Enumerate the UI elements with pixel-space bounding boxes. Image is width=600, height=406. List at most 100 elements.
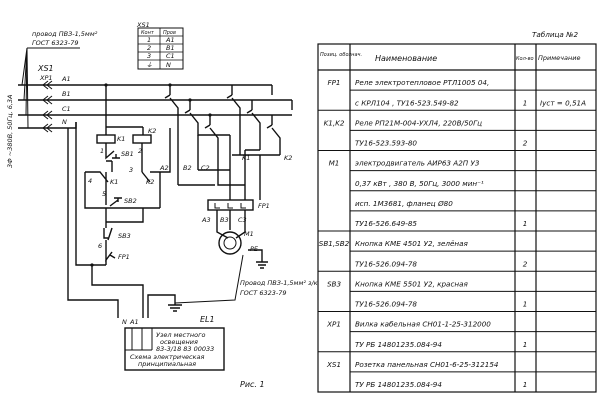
sb3-label: SB3 [118, 232, 131, 240]
fp1-label: FP1 [258, 202, 270, 210]
phase-c1-label: C1 [62, 105, 71, 113]
phase-c1-wire [18, 85, 293, 125]
xs1-label: XS1 [37, 64, 54, 73]
xs1-cell: B1 [166, 44, 175, 52]
xs1-cell: 1 [147, 36, 151, 44]
terminal-label: N [122, 318, 127, 326]
xs1-cell: N [166, 61, 171, 69]
terminal-label: A1 [129, 318, 139, 326]
table-cell-qty: 1 [523, 380, 528, 389]
el1-text: освещения [160, 338, 198, 346]
table-row: ТУ РБ 14801235.084-94 1 [318, 340, 596, 353]
table-cell-name: ТУ РБ 14801235.084-94 [355, 380, 442, 389]
wire-mark: A3 [201, 216, 211, 224]
table-cell-position: XS1 [326, 360, 341, 369]
xs1-cell: 3 [147, 52, 151, 60]
table-cell-name: Розетка панельная СН01-6-25-312154 [355, 360, 499, 369]
table-cell-qty: 1 [523, 98, 528, 107]
wire-mark: A2 [159, 164, 169, 172]
wire-mark: C2 [201, 164, 210, 172]
table-header: Примечание [538, 54, 580, 62]
pe-label: PE [250, 245, 259, 253]
node-number: 1 [100, 147, 104, 155]
table-title: Таблица №2 [532, 30, 579, 39]
xs1-cell: 2 [147, 44, 151, 52]
ground-icon [147, 294, 182, 318]
wire-spec-top-2: ГОСТ 6323-79 [32, 39, 78, 47]
table-row: M1 электродвигатель АИР63 А2П У3 [329, 159, 596, 172]
table-cell-name: Реле электротепловое РТЛ1005 04, [355, 78, 489, 87]
motor-m1 [218, 231, 242, 255]
xs1-cell: A1 [165, 36, 175, 44]
spec-table: Позиц. обознач. Наименование Кол-во Прим… [317, 43, 597, 393]
table-cell-qty: 1 [523, 300, 528, 309]
table-cell-position: FP1 [327, 78, 340, 87]
k1-coil [96, 134, 116, 144]
table-cell-name: ТУ16-526.649-85 [355, 219, 417, 228]
wire-leader [21, 47, 80, 129]
xs1-title: XS1 [136, 21, 150, 29]
table-row: ТУ16-526.649-85 1 [318, 219, 596, 232]
table-cell-note: Iуст = 0,51А [540, 98, 586, 107]
table-cell-qty: 2 [523, 139, 528, 148]
table-row: ТУ16-523.593-80 2 [318, 139, 596, 151]
el1-label: EL1 [200, 315, 215, 324]
table-cell-name: Реле РП21М-004-УХЛ4, 220В/50Гц [355, 118, 482, 127]
control-circuit: K1 K2 1 2 SB1 3 4 K1 K2 A2 5 SB2 SB3 6 F… [75, 122, 171, 318]
table-cell-name: ТУ16-526.094-78 [355, 259, 417, 268]
table-cell-name: исп. 1М3681, фланец Ø80 [355, 199, 453, 208]
phase-b1-wire [18, 99, 292, 110]
table-cell-position: K1,K2 [324, 118, 345, 127]
el1-lighting-unit: EL1 N A1 Узел местного освещения 83-3/18… [122, 315, 225, 371]
table-row: SB3 Кнопка КМЕ 5501 У2, красная [327, 279, 596, 292]
table-cell-name: ТУ16-523.593-80 [355, 139, 417, 148]
table-cell-qty: 2 [523, 259, 528, 268]
k2-coil-label: K2 [148, 127, 156, 135]
table-cell-position: SB3 [327, 279, 341, 288]
table-cell-position: M1 [329, 159, 340, 168]
phase-a1-wire [18, 84, 272, 127]
sb2-label: SB2 [124, 197, 137, 205]
k2-contact-label: K2 [146, 178, 154, 186]
ground-icon [248, 249, 268, 269]
table-header: Позиц. обознач. [320, 52, 362, 58]
xs1-header: Конт [141, 30, 155, 36]
el1-text: 83-3/18 83 00033 [156, 345, 214, 353]
table-cell-qty: 1 [523, 219, 528, 228]
table-cell-name: 0,37 кВт , 380 В, 50Гц, 3000 мин⁻¹ [355, 179, 484, 188]
el1-text: Схема электрическая [130, 353, 204, 361]
k2-power-label: K2 [284, 154, 292, 162]
table-cell-name: Кнопка КМЕ 5501 У2, красная [355, 279, 469, 288]
k1-coil-label: K1 [117, 135, 125, 143]
sb1-label: SB1 [121, 150, 134, 158]
supply-label: 3Ф ~380В, 50Гц, 6,3А [6, 95, 14, 168]
k1-contact-label: K1 [110, 178, 118, 186]
table-header: Наименование [375, 54, 437, 63]
table-cell-name: электродвигатель АИР63 А2П У3 [355, 159, 480, 168]
table-row: с КРЛ104 , ТУ16-523.549-82 1 Iуст = 0,51А [318, 98, 596, 111]
xs1-cell: ⏚ [146, 61, 153, 69]
wire-spec-bottom-2: ГОСТ 6323-79 [240, 289, 286, 297]
el1-text: Узел местного [156, 331, 206, 339]
node-number: 4 [88, 177, 92, 185]
figure-caption: Рис. 1 [240, 380, 265, 389]
phase-a1-label: A1 [61, 75, 71, 83]
xp1-label: XP1 [39, 74, 53, 82]
phase-b1-label: B1 [62, 90, 71, 98]
table-row: FP1 Реле электротепловое РТЛ1005 04, [327, 78, 596, 91]
table-cell-name: ТУ РБ 14801235.084-94 [355, 340, 442, 349]
table-cell-qty: 1 [523, 340, 528, 349]
plug-symbols [42, 80, 53, 133]
node-number: 6 [98, 242, 102, 250]
table-row: ТУ16-526.094-78 1 [318, 300, 596, 312]
table-row: K1,K2 Реле РП21М-004-УХЛ4, 220В/50Гц [324, 118, 596, 131]
wire-spec-top-1: провод ПВЗ-1,5мм² [32, 30, 98, 38]
table-cell-name: ТУ16-526.094-78 [355, 300, 417, 309]
table-row: XS1 Розетка панельная СН01-6-25-312154 [326, 360, 596, 373]
fp1-contact-label: FP1 [118, 253, 130, 261]
xs1-header: Пров [163, 30, 176, 36]
xs1-cell: C1 [166, 52, 175, 60]
table-cell-name: Вилка кабельная СН01-1-25-312000 [355, 320, 491, 329]
table-cell-name: с КРЛ104 , ТУ16-523.549-82 [355, 98, 459, 107]
